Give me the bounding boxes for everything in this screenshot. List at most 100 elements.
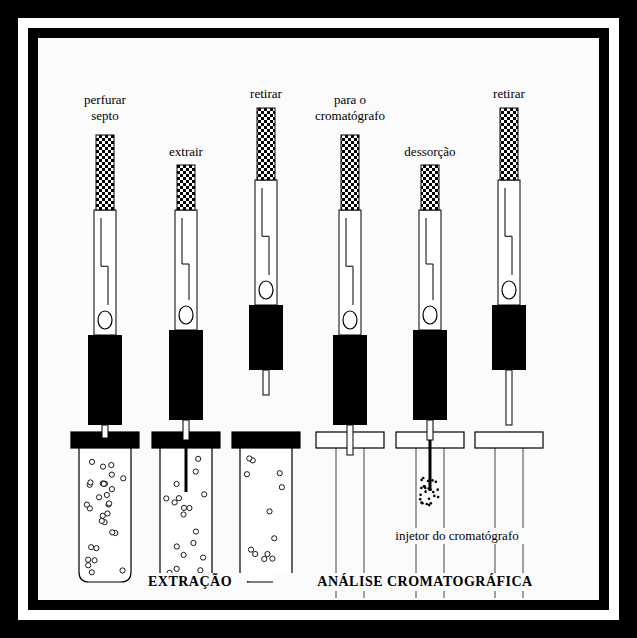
analyte-bubble	[265, 551, 270, 556]
plunger-screw	[502, 281, 516, 299]
analyte-bubble	[193, 469, 198, 474]
analyte-bubble	[200, 555, 205, 560]
syringe-body	[419, 210, 441, 330]
desorbed-analyte	[420, 487, 423, 490]
plunger-guide	[505, 188, 512, 275]
syringe-body	[498, 180, 520, 305]
plunger-guide	[346, 218, 353, 305]
analyte-bubble	[84, 502, 89, 507]
syringe-body	[94, 210, 116, 335]
analyte-bubble	[86, 563, 91, 568]
spme-fiber	[429, 440, 432, 490]
syringe-body	[255, 180, 277, 305]
analyte-bubble	[253, 551, 258, 556]
analyte-bubble	[105, 511, 110, 516]
plunger-guide	[262, 188, 269, 275]
desorbed-analyte	[435, 481, 438, 484]
plunger	[96, 135, 114, 210]
analyte-bubble	[110, 530, 115, 535]
analyte-bubble	[109, 487, 114, 492]
analyte-bubble	[120, 568, 125, 573]
analyte-bubble	[181, 552, 186, 557]
desorbed-analyte	[419, 498, 422, 501]
spme-syringe	[152, 165, 220, 582]
plunger	[177, 165, 195, 210]
analyte-bubble	[174, 566, 179, 571]
needle	[183, 420, 189, 440]
analyte-bubble	[89, 570, 94, 575]
spme-syringe	[232, 108, 300, 582]
septum	[232, 432, 300, 448]
analyte-bubble	[174, 481, 179, 486]
syringe-barrel	[88, 335, 122, 425]
analyte-bubble	[247, 456, 252, 461]
step-label: retirar	[234, 86, 298, 102]
analyte-bubble	[109, 462, 114, 467]
plunger-screw	[423, 306, 437, 324]
desorbed-analyte	[432, 491, 435, 494]
sample-vial	[79, 448, 131, 582]
spme-syringe	[475, 108, 543, 598]
desorbed-analyte	[424, 490, 427, 493]
analyte-bubble	[86, 557, 91, 562]
analyte-bubble	[96, 495, 101, 500]
analyte-bubble	[107, 501, 112, 506]
plunger-screw	[343, 311, 357, 329]
desorbed-analyte	[431, 479, 434, 482]
syringe-barrel	[169, 330, 203, 420]
desorbed-analyte	[437, 496, 440, 499]
analyte-bubble	[202, 492, 207, 497]
white-band	[18, 18, 619, 620]
analyte-bubble	[100, 464, 105, 469]
plunger	[257, 108, 275, 180]
analyte-bubble	[193, 529, 198, 534]
analyte-bubble	[272, 536, 277, 541]
analyte-bubble	[121, 476, 126, 481]
analyte-bubble	[92, 558, 97, 563]
analyte-bubble	[191, 540, 196, 545]
desorbed-analyte	[428, 504, 431, 507]
desorbed-analyte	[421, 502, 424, 505]
analyte-bubble	[94, 546, 99, 551]
analyte-bubble	[270, 556, 275, 561]
step-label: extrair	[154, 144, 218, 160]
needle	[506, 370, 512, 425]
desorbed-analyte	[419, 494, 422, 497]
desorbed-analyte	[427, 480, 430, 483]
analyte-bubble	[267, 509, 272, 514]
desorbed-analyte	[429, 489, 432, 492]
septum	[475, 432, 543, 448]
desorbed-analyte	[425, 503, 428, 506]
step-label: retirar	[477, 86, 541, 102]
analyte-bubble	[89, 545, 94, 550]
analyte-bubble	[174, 544, 179, 549]
syringe-barrel	[249, 305, 283, 370]
needle	[347, 425, 353, 455]
syringe-barrel	[413, 330, 447, 420]
sample-vial	[240, 448, 292, 582]
analyte-bubble	[187, 505, 192, 510]
analyte-bubble	[248, 547, 253, 552]
spme-fiber	[185, 440, 188, 492]
analyte-bubble	[279, 485, 284, 490]
desorbed-analyte	[436, 488, 439, 491]
analyte-bubble	[244, 472, 249, 477]
analyte-bubble	[109, 472, 114, 477]
needle	[427, 420, 433, 440]
desorbed-analyte	[422, 485, 425, 488]
analyte-bubble	[176, 496, 181, 501]
step-label: para o cromatógrafo	[306, 92, 394, 125]
plunger	[421, 165, 439, 210]
syringe-barrel	[492, 305, 526, 370]
analyte-bubble	[99, 518, 104, 523]
analyte-bubble	[181, 505, 186, 510]
desorbed-analyte	[420, 479, 423, 482]
analyte-bubble	[89, 459, 94, 464]
syringe-body	[339, 210, 361, 335]
analyte-bubble	[101, 481, 106, 486]
needle	[263, 370, 269, 395]
step-label: injetor do cromatógrafo	[365, 528, 549, 544]
plunger	[341, 135, 359, 210]
analyte-bubble	[164, 496, 169, 501]
